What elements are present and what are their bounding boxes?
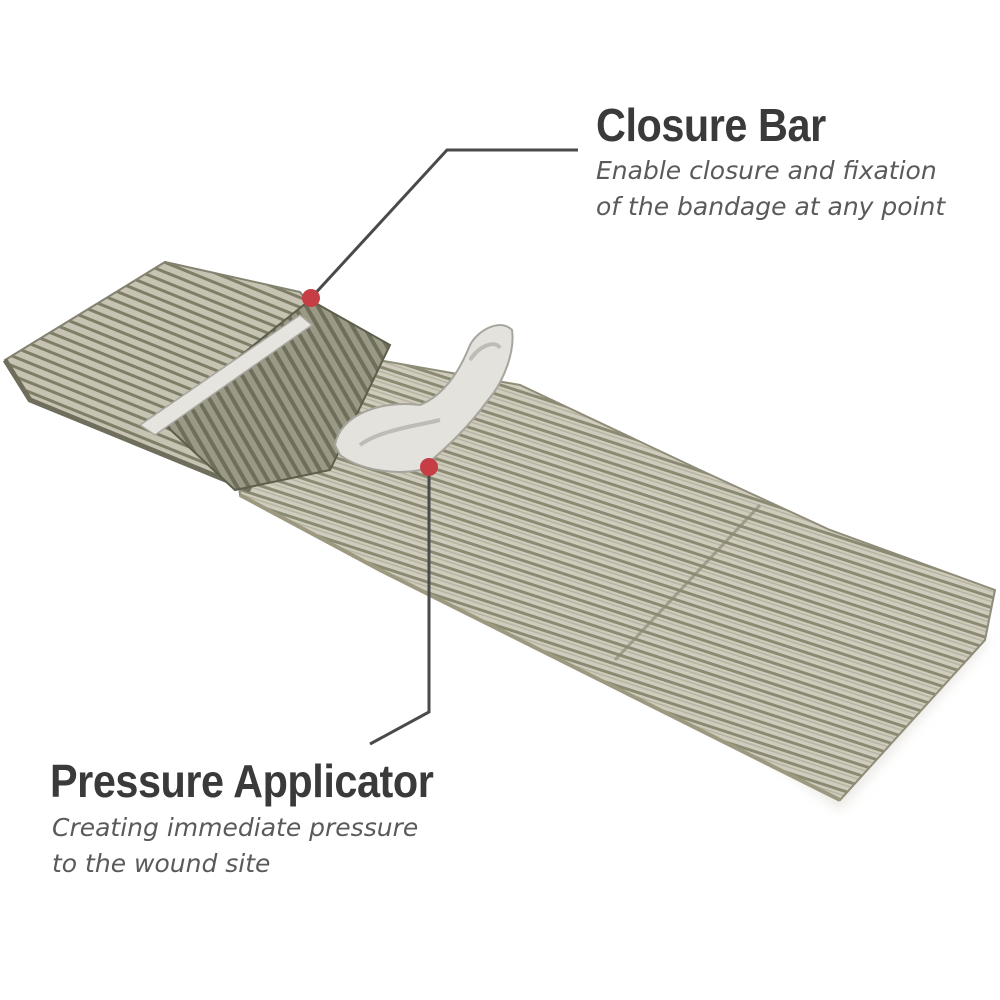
pressure-applicator-title: Pressure Applicator: [50, 755, 434, 807]
closure-marker-dot: [302, 289, 320, 307]
closure-bar-title: Closure Bar: [596, 99, 826, 151]
closure-bar-description-line-1: Enable closure and fixation: [596, 156, 937, 185]
pressure-applicator-part: [333, 324, 514, 473]
leader-lines: [309, 148, 578, 746]
rolled-bandage: [158, 298, 392, 492]
pressure-applicator-description-line-2: to the wound site: [52, 849, 271, 878]
closure-bar-part: [138, 314, 314, 436]
closure-bar-description: Enable closure and fixation of the banda…: [596, 158, 945, 230]
pressure-applicator-description: Creating immediate pressure to the wound…: [52, 815, 418, 887]
pressure-leader-line: [369, 467, 431, 746]
pressure-marker-dot: [420, 458, 438, 476]
closure-bar-description-line-2: of the bandage at any point: [596, 192, 946, 221]
pressure-applicator-description-line-1: Creating immediate pressure: [52, 813, 419, 842]
closure-leader-line: [309, 148, 578, 300]
